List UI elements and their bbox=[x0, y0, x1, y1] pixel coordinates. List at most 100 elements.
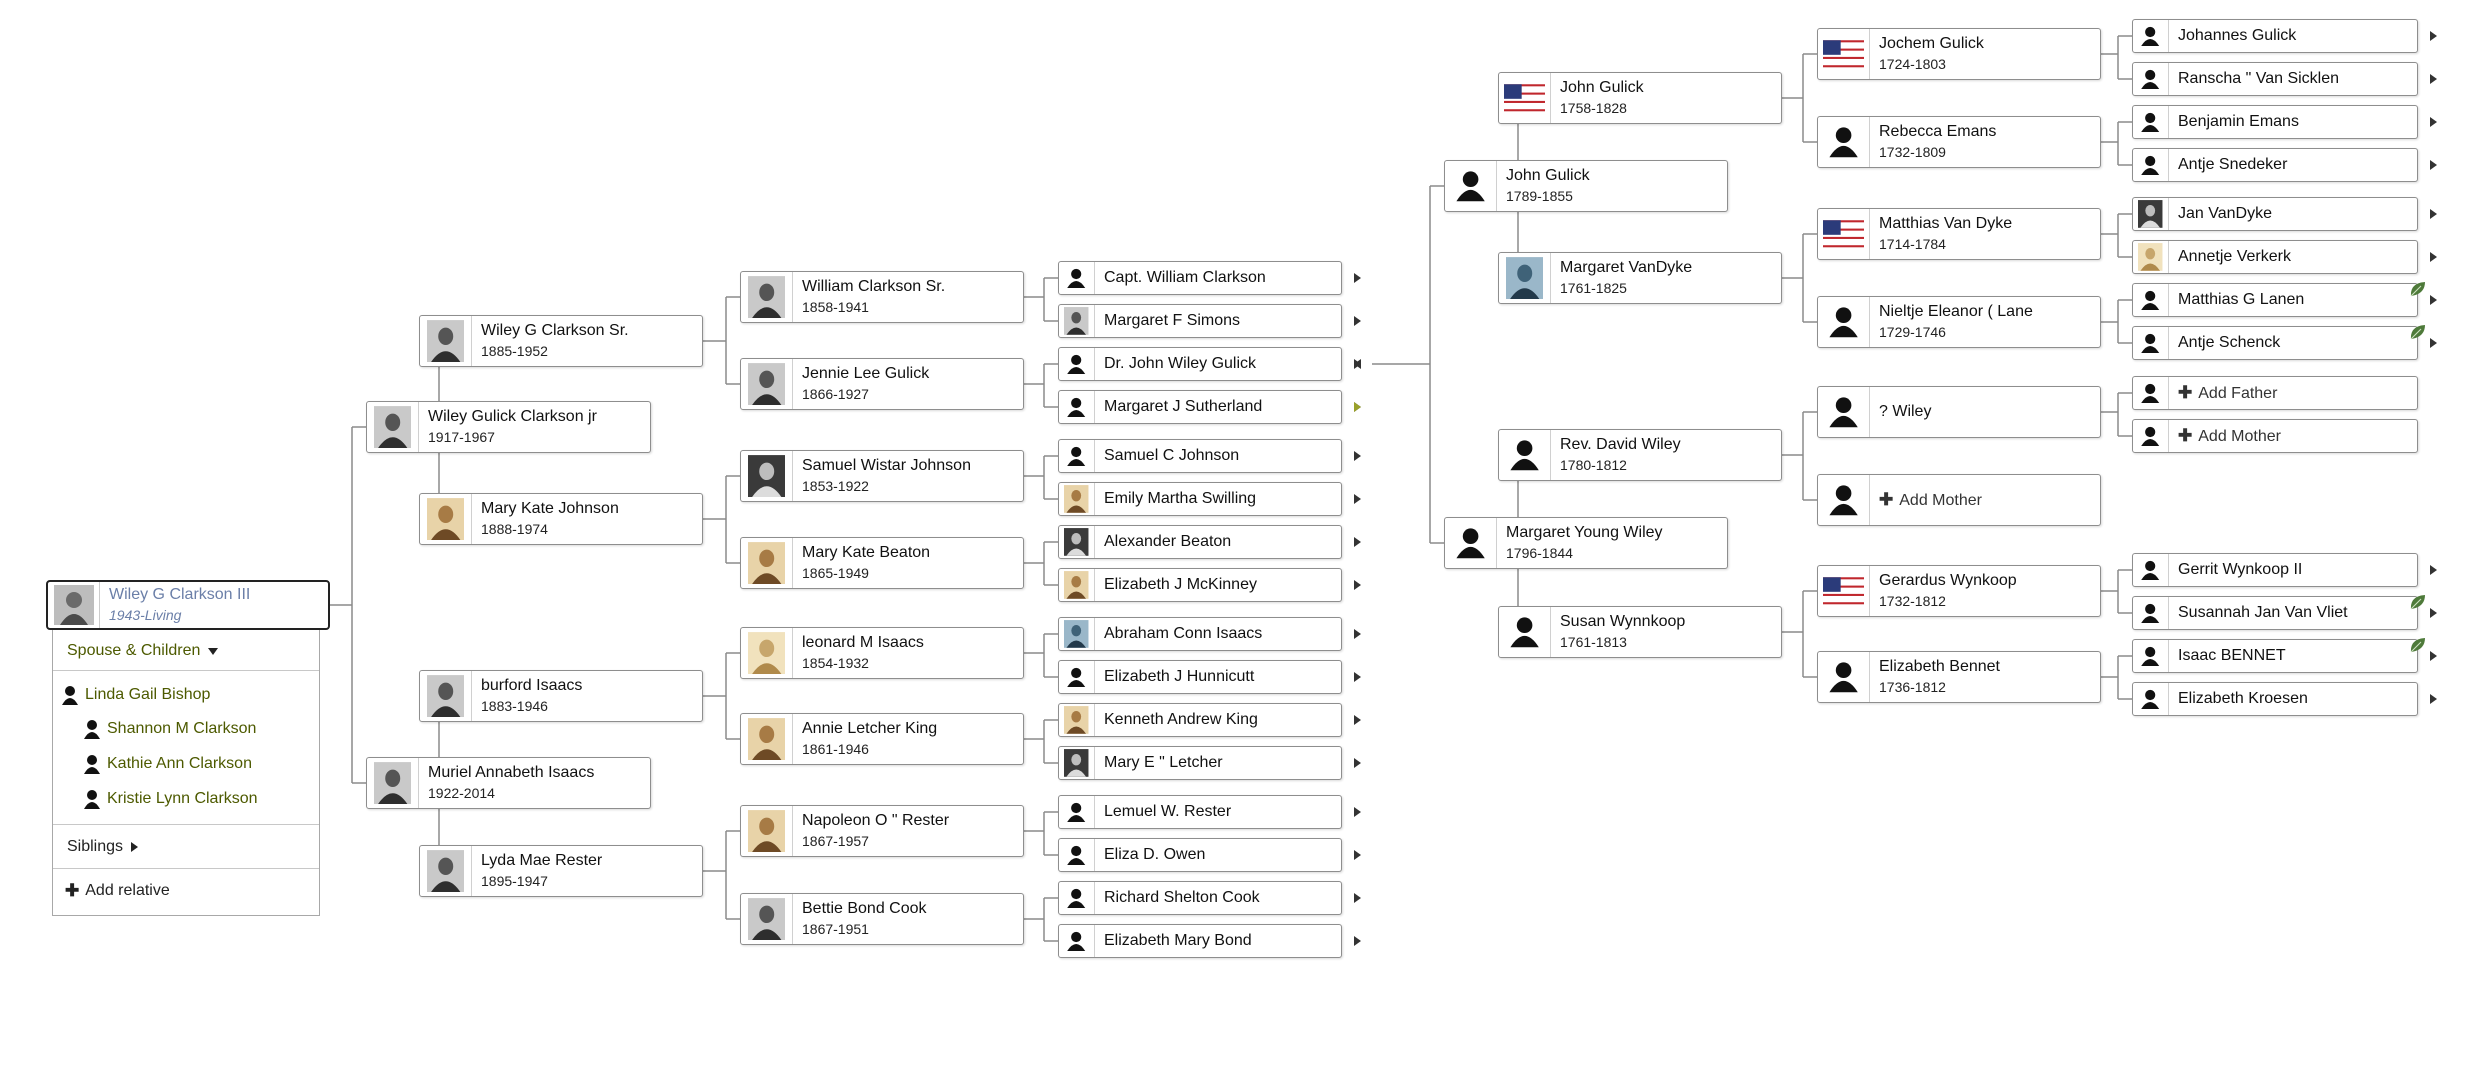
expand-arrow-icon[interactable] bbox=[1354, 537, 1361, 547]
person-card[interactable]: Wiley G Clarkson Sr.1885-1952 bbox=[419, 315, 703, 367]
expand-arrow-icon[interactable] bbox=[1354, 402, 1361, 412]
expand-arrow-icon[interactable] bbox=[2430, 160, 2437, 170]
siblings-toggle[interactable]: Siblings bbox=[53, 834, 319, 860]
person-card[interactable]: Margaret F Simons bbox=[1058, 304, 1342, 338]
expand-arrow-icon[interactable] bbox=[1354, 850, 1361, 860]
expand-arrow-icon[interactable] bbox=[1354, 807, 1361, 817]
person-card[interactable]: Capt. William Clarkson bbox=[1058, 261, 1342, 295]
person-card[interactable]: Emily Martha Swilling bbox=[1058, 482, 1342, 516]
person-card[interactable]: Elizabeth J McKinney bbox=[1058, 568, 1342, 602]
person-card[interactable]: Annetje Verkerk bbox=[2132, 240, 2418, 274]
add-relative-button[interactable]: ✚ Add relative bbox=[53, 878, 319, 904]
expand-arrow-icon[interactable] bbox=[1354, 672, 1361, 682]
spouse-item[interactable]: Linda Gail Bishop bbox=[53, 682, 319, 708]
expand-arrow-icon[interactable] bbox=[2430, 295, 2437, 305]
expand-arrow-icon[interactable] bbox=[2430, 651, 2437, 661]
person-card[interactable]: Gerrit Wynkoop II bbox=[2132, 553, 2418, 587]
expand-arrow-icon[interactable] bbox=[2430, 74, 2437, 84]
expand-arrow-icon[interactable] bbox=[1354, 629, 1361, 639]
expand-arrow-icon[interactable] bbox=[1354, 580, 1361, 590]
person-card[interactable]: Samuel C Johnson bbox=[1058, 439, 1342, 473]
expand-arrow-icon[interactable] bbox=[2430, 209, 2437, 219]
person-card[interactable]: Isaac BENNET bbox=[2132, 639, 2418, 673]
person-card[interactable]: Dr. John Wiley Gulick bbox=[1058, 347, 1342, 381]
expand-arrow-icon[interactable] bbox=[2430, 31, 2437, 41]
expand-arrow-icon[interactable] bbox=[2430, 694, 2437, 704]
person-card[interactable]: Elizabeth Kroesen bbox=[2132, 682, 2418, 716]
child-item[interactable]: Kathie Ann Clarkson bbox=[53, 751, 319, 777]
person-card[interactable]: Elizabeth Mary Bond bbox=[1058, 924, 1342, 958]
person-card[interactable]: William Clarkson Sr.1858-1941 bbox=[740, 271, 1024, 323]
person-name-wrap: Jennie Lee Gulick bbox=[802, 364, 929, 384]
child-item[interactable]: Shannon M Clarkson bbox=[53, 716, 319, 742]
expand-arrow-icon[interactable] bbox=[2430, 608, 2437, 618]
add-mother-button[interactable]: ✚Add Mother bbox=[2132, 419, 2418, 453]
person-card[interactable]: Matthias G Lanen bbox=[2132, 283, 2418, 317]
expand-arrow-icon[interactable] bbox=[1354, 273, 1361, 283]
expand-arrow-icon[interactable] bbox=[2430, 252, 2437, 262]
collapse-arrow-icon[interactable] bbox=[1354, 359, 1361, 369]
expand-arrow-icon[interactable] bbox=[1354, 893, 1361, 903]
spouse-children-toggle[interactable]: Spouse & Children bbox=[53, 638, 319, 664]
person-card[interactable]: Margaret J Sutherland bbox=[1058, 390, 1342, 424]
hint-leaf-icon[interactable] bbox=[2408, 322, 2428, 342]
expand-arrow-icon[interactable] bbox=[2430, 117, 2437, 127]
hint-leaf-icon[interactable] bbox=[2408, 592, 2428, 612]
person-card[interactable]: Mary E " Letcher bbox=[1058, 746, 1342, 780]
expand-arrow-icon[interactable] bbox=[1354, 316, 1361, 326]
person-card[interactable]: ? Wiley bbox=[1817, 386, 2101, 438]
add-father-button[interactable]: ✚Add Father bbox=[2132, 376, 2418, 410]
hint-leaf-icon[interactable] bbox=[2408, 635, 2428, 655]
hint-leaf-icon[interactable] bbox=[2408, 279, 2428, 299]
child-item[interactable]: Kristie Lynn Clarkson bbox=[53, 786, 319, 812]
person-card[interactable]: Jan VanDyke bbox=[2132, 197, 2418, 231]
person-card[interactable]: Lemuel W. Rester bbox=[1058, 795, 1342, 829]
person-card[interactable]: Alexander Beaton bbox=[1058, 525, 1342, 559]
person-card[interactable]: Eliza D. Owen bbox=[1058, 838, 1342, 872]
person-card[interactable]: Kenneth Andrew King bbox=[1058, 703, 1342, 737]
expand-arrow-icon[interactable] bbox=[2430, 338, 2437, 348]
person-card[interactable]: Antje Schenck bbox=[2132, 326, 2418, 360]
person-card[interactable]: Johannes Gulick bbox=[2132, 19, 2418, 53]
expand-arrow-icon[interactable] bbox=[2430, 565, 2437, 575]
person-card[interactable]: Abraham Conn Isaacs bbox=[1058, 617, 1342, 651]
person-card[interactable]: Antje Snedeker bbox=[2132, 148, 2418, 182]
person-dates: 1867-1957 bbox=[802, 833, 869, 850]
person-card[interactable]: Susannah Jan Van Vliet bbox=[2132, 596, 2418, 630]
expand-arrow-icon[interactable] bbox=[1354, 936, 1361, 946]
person-card[interactable]: Ranscha " Van Sicklen bbox=[2132, 62, 2418, 96]
expand-arrow-icon[interactable] bbox=[1354, 715, 1361, 725]
person-card[interactable]: Elizabeth J Hunnicutt bbox=[1058, 660, 1342, 694]
person-card[interactable]: Benjamin Emans bbox=[2132, 105, 2418, 139]
focus-person-card[interactable]: Wiley G Clarkson III 1943-Living bbox=[46, 580, 330, 630]
add-mother-button[interactable]: ✚Add Mother bbox=[1817, 474, 2101, 526]
expand-arrow-icon[interactable] bbox=[1354, 758, 1361, 768]
expand-arrow-icon[interactable] bbox=[1354, 494, 1361, 504]
expand-arrow-icon[interactable] bbox=[1354, 451, 1361, 461]
person-card[interactable]: Richard Shelton Cook bbox=[1058, 881, 1342, 915]
